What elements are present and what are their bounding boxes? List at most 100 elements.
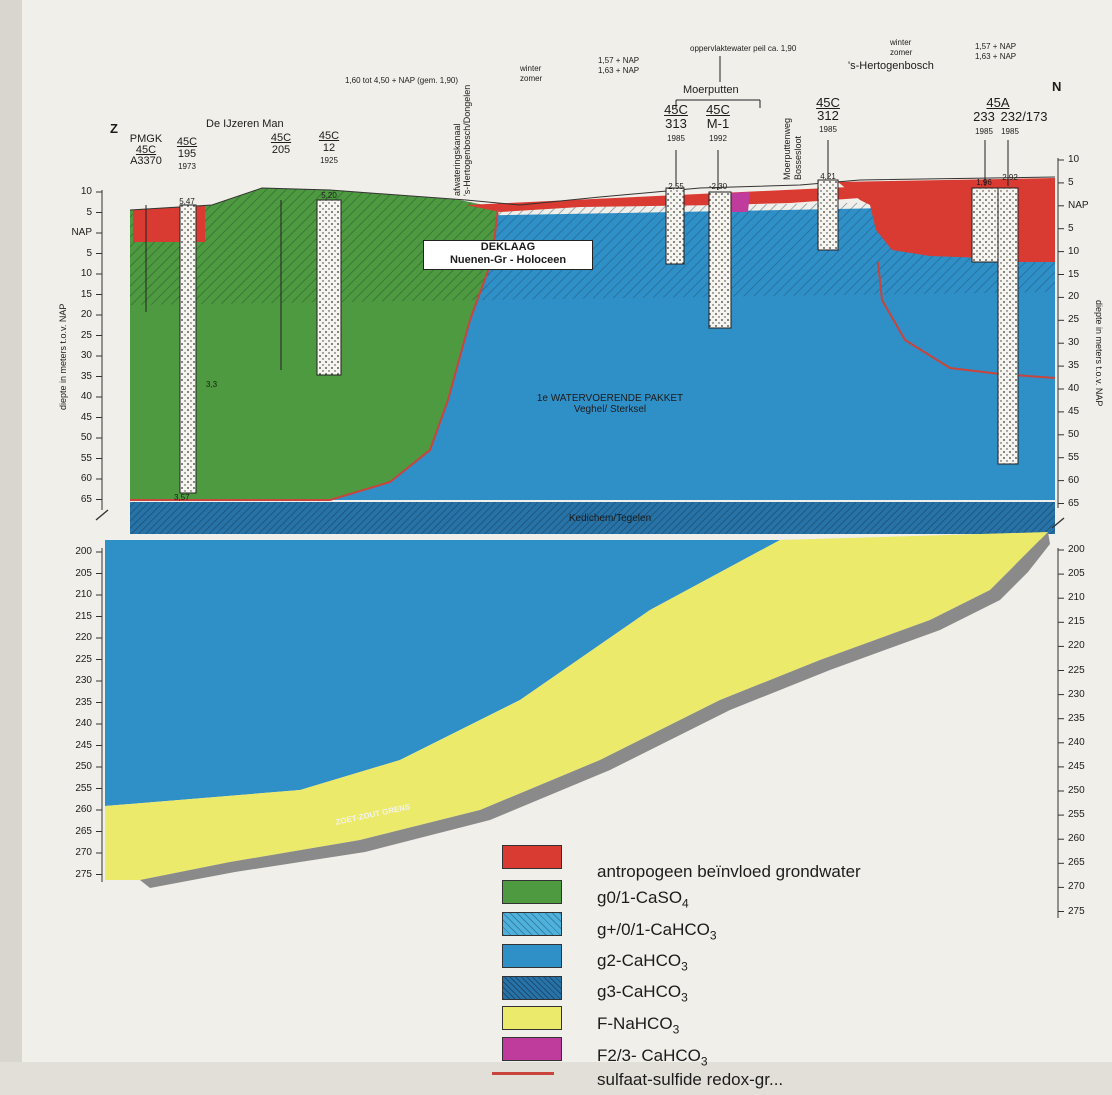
legend-swatch-magenta — [502, 1037, 562, 1061]
legend-swatch-light-blue — [502, 912, 562, 936]
water-level-nap-4: 1,63 + NAP — [975, 52, 1017, 61]
borehole-columns — [145, 56, 1019, 494]
depth-tick-upper-left: 55 — [80, 452, 92, 464]
borehole-m1-code: M-1 — [706, 116, 730, 131]
depth-tick-upper-left: NAP — [71, 227, 92, 238]
depth-tick-lower-right: 250 — [1068, 785, 1085, 796]
depth-tick-lower-left: 240 — [75, 718, 92, 729]
aquifer-label: 1e WATERVOERENDE PAKKET Veghel/ Sterksel — [520, 393, 700, 415]
legend-label-green: g0/1-CaSO4 — [597, 888, 689, 911]
borehole-195-top: 5,47 — [179, 197, 195, 206]
depth-tick-upper-right: 45 — [1068, 405, 1080, 417]
borehole-232-code: 232/173 — [1000, 109, 1048, 124]
label-afwateringskanaal: afwateringskanaal — [452, 123, 462, 196]
depth-tick-lower-right: 200 — [1068, 544, 1085, 555]
borehole-313-code: 313 — [665, 116, 687, 131]
depth-tick-lower-left: 220 — [75, 632, 92, 643]
borehole-m1-top: -2,30 — [708, 182, 728, 191]
depth-tick-lower-left: 225 — [75, 653, 92, 665]
depth-tick-lower-left: 215 — [75, 610, 92, 622]
depth-tick-upper-right: 10 — [1068, 245, 1080, 257]
south-marker: Z — [110, 121, 118, 136]
depth-tick-upper-left: 15 — [80, 288, 92, 300]
depth-tick-upper-right: 25 — [1068, 314, 1080, 326]
depth-tick-lower-right: 230 — [1068, 688, 1085, 700]
borehole-312-sheet: 45C — [816, 95, 840, 110]
depth-tick-lower-right: 215 — [1068, 616, 1085, 628]
legend-label-dark-blue: g3-CaHCO3 — [597, 982, 688, 1005]
depth-tick-upper-right: 10 — [1068, 154, 1080, 165]
borehole-312-top: 4,21 — [820, 172, 836, 181]
depth-tick-upper-right: 50 — [1068, 428, 1080, 440]
legend-swatch-blue — [502, 944, 562, 968]
depth-tick-lower-left: 245 — [75, 739, 92, 751]
water-level-nap-3: 1,57 + NAP — [975, 42, 1017, 51]
depth-tick-upper-right: 65 — [1068, 497, 1080, 509]
water-level-zomer-1: zomer — [520, 74, 543, 83]
borehole-45a-sheet: 45A — [986, 95, 1010, 110]
depth-tick-upper-right: 30 — [1068, 337, 1080, 349]
borehole-205-sheet: 45C — [270, 132, 292, 144]
legend-swatch-redox-line — [492, 1072, 554, 1075]
lower-yellow — [105, 532, 1048, 880]
redox-line — [130, 207, 499, 501]
borehole-195-pattern — [180, 205, 196, 493]
depth-tick-upper-left: 40 — [80, 391, 92, 402]
axis-break-left — [95, 509, 109, 521]
depth-tick-lower-right: 225 — [1068, 664, 1085, 676]
value-3-3: 3,3 — [206, 380, 218, 389]
depth-tick-upper-left: 5 — [86, 206, 92, 218]
depth-tick-lower-left: 205 — [75, 567, 92, 579]
borehole-205-code: 205 — [271, 144, 291, 156]
depth-tick-upper-left: 20 — [80, 309, 92, 320]
depth-tick-lower-right: 240 — [1068, 736, 1085, 748]
depth-tick-lower-left: 255 — [75, 782, 92, 794]
legend-label-light-blue: g+/0/1-CaHCO3 — [597, 920, 717, 943]
depth-tick-lower-right: 205 — [1068, 568, 1085, 580]
borehole-313-pattern — [666, 188, 684, 264]
kedichem-label: Kedichem/Tegelen — [568, 513, 652, 524]
depth-tick-upper-right: 60 — [1068, 474, 1080, 486]
borehole-m1-sheet: 45C — [706, 102, 730, 117]
depth-tick-lower-right: 275 — [1068, 905, 1085, 917]
g0-green-hatch — [130, 188, 498, 305]
borehole-232-year: 1985 — [1001, 127, 1019, 136]
depth-tick-upper-left: 10 — [80, 268, 92, 279]
aquifer-title: 1e WATERVOERENDE PAKKET — [536, 393, 684, 404]
page-edge-bottom — [0, 1062, 1112, 1095]
depth-tick-upper-right: 40 — [1068, 383, 1080, 394]
depth-tick-upper-left: 5 — [86, 247, 92, 259]
legend-label-red: antropogeen beïnvloed grondwater — [597, 862, 861, 881]
depth-tick-lower-left: 230 — [75, 675, 92, 686]
borehole-233-top: 1,96 — [976, 178, 992, 187]
kedichem-hatch — [130, 502, 1055, 534]
depth-tick-lower-right: 255 — [1068, 809, 1085, 821]
borehole-312-code: 312 — [817, 108, 839, 123]
deklaag-title: DEKLAAG — [480, 241, 536, 253]
legend-label-magenta: F2/3- CaHCO3 — [597, 1046, 708, 1069]
water-level-winter-2: winter — [890, 38, 912, 47]
depth-tick-upper-right: 20 — [1068, 291, 1080, 303]
deklaag-box: DEKLAAG Nuenen-Gr - Holoceen — [423, 240, 593, 270]
depth-tick-upper-left: 60 — [80, 473, 92, 484]
depth-tick-lower-left: 260 — [75, 804, 92, 815]
depth-tick-lower-left: 250 — [75, 761, 92, 772]
tick-marks — [96, 159, 1064, 912]
borehole-233-pattern — [972, 188, 998, 262]
water-level-zomer-2: zomer — [890, 48, 913, 57]
borehole-232-top: 2,92 — [1002, 173, 1018, 182]
axis-break-right — [1051, 517, 1065, 529]
depth-tick-upper-left: 65 — [80, 493, 92, 505]
depth-tick-lower-right: 220 — [1068, 640, 1085, 652]
borehole-233-year: 1985 — [975, 127, 993, 136]
legend-swatch-yellow — [502, 1006, 562, 1030]
depth-tick-upper-right: 15 — [1068, 268, 1080, 280]
depth-tick-upper-left: 50 — [80, 432, 92, 443]
depth-tick-lower-right: 210 — [1068, 592, 1085, 604]
legend-swatch-green — [502, 880, 562, 904]
borehole-12-pattern — [317, 200, 341, 375]
water-level-afwatering: 1,60 tot 4,50 + NAP (gem. 1,90) — [345, 76, 459, 85]
depth-tick-upper-left: 30 — [80, 350, 92, 361]
depth-tick-lower-right: 235 — [1068, 712, 1085, 724]
